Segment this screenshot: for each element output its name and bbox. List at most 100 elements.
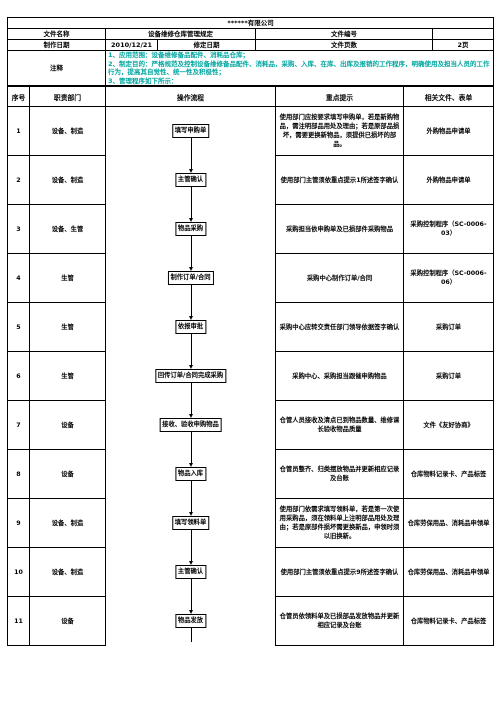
flow-connector [190,138,192,156]
flow-cell: 主管确认 [105,155,276,205]
row-number: 10 [7,547,30,597]
row-related-docs: 外购物品申请单 [403,155,494,205]
arrow-down-icon [188,266,193,271]
row-key-point: 采购中心、采购担当跟催申购物品 [275,351,404,401]
pages-label: 文件页数 [255,39,433,51]
row-related-docs: 仓库物料记录卡、产品标签 [403,449,494,499]
doc-name-label: 文件名称 [7,28,106,40]
row-key-point: 使用部门应按要求填写申购单，若是新购物品，需注明部品用处及理由；若是原部品损坏，… [275,106,404,156]
flow-connector [190,578,192,597]
flow-step-box: 主管确认 [174,172,207,187]
col-header-no: 序号 [7,86,30,107]
flow-step-box: 物品采购 [174,221,207,236]
flow-connector [190,155,192,169]
row-key-point: 仓管员整齐、归类摆放物品并更新相应记录及台账 [275,449,404,499]
flow-connector [190,333,192,352]
flow-connector [190,596,192,610]
flow-cell: 依报审批 [105,302,276,352]
row-related-docs: 仓库物料记录卡、产品标签 [403,596,494,646]
flow-connector [190,480,192,499]
row-related-docs: 采购控制程序（SC-0006-06） [403,253,494,303]
arrow-down-icon [188,609,193,614]
rev-label: 修定日期 [157,39,256,51]
row-number: 7 [7,400,30,450]
row-key-point: 采购中心应转交责任部门领导依据签字确认 [275,302,404,352]
row-related-docs: 仓库劳保用品、消耗品申领单 [403,547,494,597]
company-name: ******有限公司 [6,17,495,29]
flow-cell: 填写领料单 [105,498,276,548]
row-key-point: 仓管员依领料单及已损部品发放物品并更新相应记录及台账 [275,596,404,646]
row-number: 6 [7,351,30,401]
date-label: 制作日期 [7,39,106,51]
flow-step-box: 主管确认 [174,564,207,579]
doc-name: 设备维修仓库管理规定 [105,28,256,40]
row-dept: 设备 [29,449,106,499]
row-key-point: 使用部门依需求填写领料单，若是第一次使用采购品，须在领料单上注明部品用处及理由；… [275,498,404,548]
flow-step-box: 物品发放 [174,613,207,628]
flow-connector [190,627,192,642]
doc-no [431,28,495,40]
row-number: 4 [7,253,30,303]
doc-no-label: 文件编号 [255,28,433,40]
arrow-down-icon [188,315,193,320]
flow-step-box: 依报审批 [174,319,207,334]
flow-cell: 制作订单/合同 [105,253,276,303]
flow-cell: 接收、验收申购物品 [105,400,276,450]
flow-connector [190,302,192,316]
note-line: 1、应用范围：设备维修备品配件、消耗品仓库； [108,51,250,60]
flow-step-box: 填写申购单 [171,124,210,138]
row-dept: 生管 [29,253,106,303]
arrow-down-icon [188,560,193,565]
note-line: 3、管理程序如下所示： [108,76,178,85]
flow-cell: 回传订单/合同完成采购 [105,351,276,401]
row-related-docs: 采购订单 [403,351,494,401]
row-number: 9 [7,498,30,548]
row-related-docs: 仓库劳保用品、消耗品申领单 [403,498,494,548]
row-dept: 设备 [29,596,106,646]
flow-connector [190,400,192,414]
arrow-down-icon [188,168,193,173]
flow-connector [190,186,192,205]
flow-connector [190,529,192,548]
row-key-point: 使用部门主管须依重点提示1所述签字确认 [275,155,404,205]
flow-step-box: 回传订单/合同完成采购 [154,368,227,383]
flow-cell: 物品采购 [105,204,276,254]
row-number: 2 [7,155,30,205]
row-key-point: 使用部门主管须依重点提示9所述签字确认 [275,547,404,597]
flow-connector [190,253,192,267]
col-header-flow: 操作流程 [105,86,276,107]
flow-cell: 填写申购单 [105,106,276,156]
row-dept: 生管 [29,302,106,352]
flow-step-box: 接收、验收申购物品 [159,417,222,432]
row-dept: 设备、制造 [29,498,106,548]
row-key-point: 采购担当依申购单及已损部件采购物品 [275,204,404,254]
flow-cell: 物品发放 [105,596,276,646]
date-value: 2010/12/21 [105,39,158,51]
row-related-docs: 采购订单 [403,302,494,352]
row-dept: 设备、制造 [29,547,106,597]
row-related-docs: 采购控制程序（SC-0006-03） [403,204,494,254]
pages-value: 2页 [431,39,495,51]
arrow-down-icon [188,511,193,516]
flow-connector [190,351,192,365]
flow-connector [190,498,192,512]
col-header-dept: 职责部门 [29,86,106,107]
row-related-docs: 外购物品申请单 [403,106,494,156]
col-header-key: 重点提示 [275,86,404,107]
row-number: 1 [7,106,30,156]
document: ******有限公司 文件名称 设备维修仓库管理规定 文件编号 制作日期 201… [6,17,495,646]
row-related-docs: 文件《友好协商》 [403,400,494,450]
flow-step-box: 制作订单/合同 [167,270,214,285]
note-line: 2、制定目的：严格规范及控制设备维修备品配件、消耗品，采购、入库、在库、出库及报… [108,59,490,77]
flow-connector [190,431,192,450]
flow-connector [190,204,192,218]
